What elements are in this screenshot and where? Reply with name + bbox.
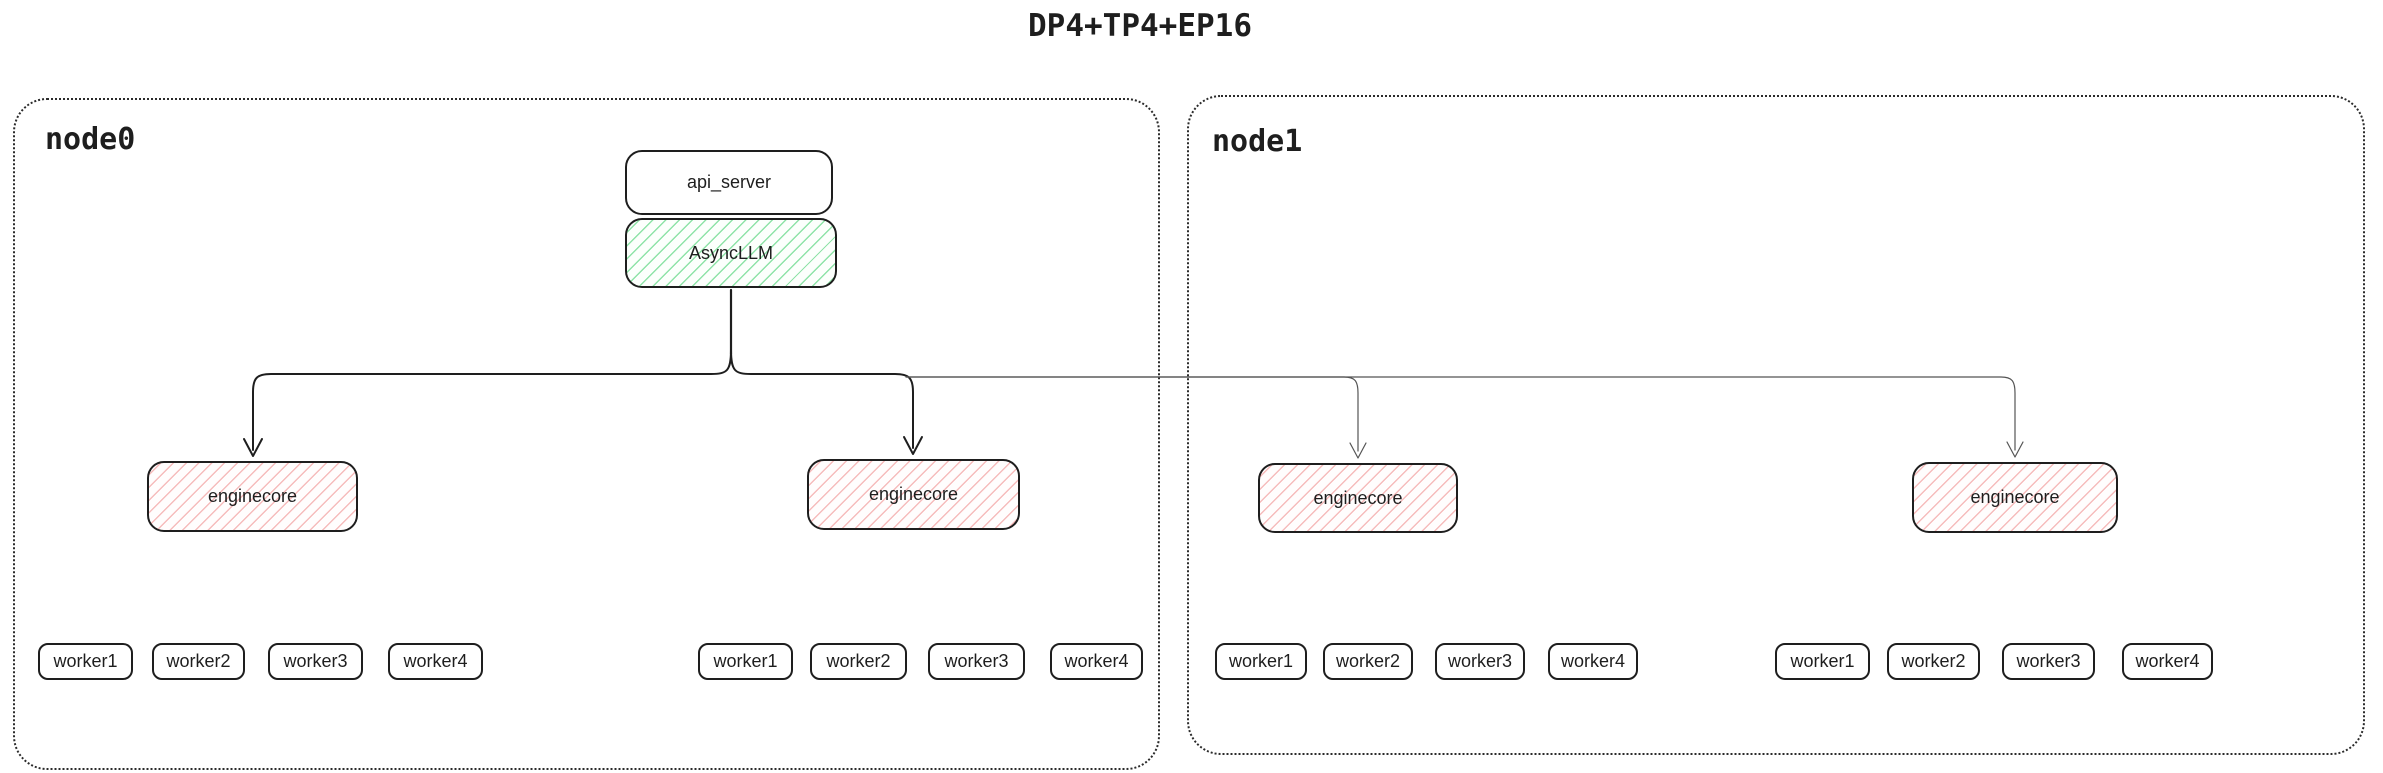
node0-label: node0 [45,122,136,157]
worker-label: worker4 [1064,651,1129,671]
worker-label: worker4 [2135,651,2200,671]
worker-label: worker2 [166,651,231,671]
worker-box: worker2 [152,643,245,680]
worker-label: worker3 [283,651,348,671]
enginecore-label: enginecore [1313,487,1403,508]
worker-label: worker1 [53,651,118,671]
worker-box: worker4 [1050,643,1143,680]
worker-box: worker4 [388,643,483,680]
node1-label: node1 [1212,124,1303,159]
worker-box: worker1 [1215,643,1307,680]
worker-box: worker1 [38,643,133,680]
worker-box: worker3 [268,643,363,680]
worker-label: worker1 [1790,651,1855,671]
worker-box: worker4 [2122,643,2213,680]
worker-box: worker3 [928,643,1025,680]
worker-box: worker4 [1548,643,1638,680]
worker-label: worker4 [403,651,468,671]
asyncllm-box: AsyncLLM [625,218,837,288]
worker-label: worker2 [1901,651,1966,671]
worker-box: worker1 [698,643,793,680]
enginecore-box-node1-2: enginecore [1912,462,2118,533]
worker-box: worker2 [1887,643,1980,680]
worker-box: worker1 [1775,643,1870,680]
worker-box: worker2 [810,643,907,680]
worker-box: worker2 [1323,643,1413,680]
worker-label: worker1 [1228,651,1294,671]
worker-label: worker2 [1335,651,1401,671]
enginecore-label: enginecore [207,486,298,506]
diagram-title: DP4+TP4+EP16 [1028,8,1252,44]
api-server-label: api_server [686,172,772,192]
asyncllm-label: AsyncLLM [688,242,774,263]
worker-label: worker1 [713,651,778,671]
enginecore-box-node0-1: enginecore [147,461,358,532]
enginecore-box-node0-2: enginecore [807,459,1020,530]
worker-label: worker3 [2016,651,2081,671]
api-server-box: api_server [625,150,833,215]
worker-label: worker4 [1560,651,1626,671]
worker-label: worker2 [826,651,891,671]
enginecore-label: enginecore [868,484,959,504]
worker-label: worker3 [944,651,1009,671]
enginecore-label: enginecore [1970,487,2060,507]
enginecore-box-node1-1: enginecore [1258,463,1458,533]
worker-box: worker3 [2002,643,2095,680]
worker-label: worker3 [1447,651,1513,671]
worker-box: worker3 [1435,643,1525,680]
